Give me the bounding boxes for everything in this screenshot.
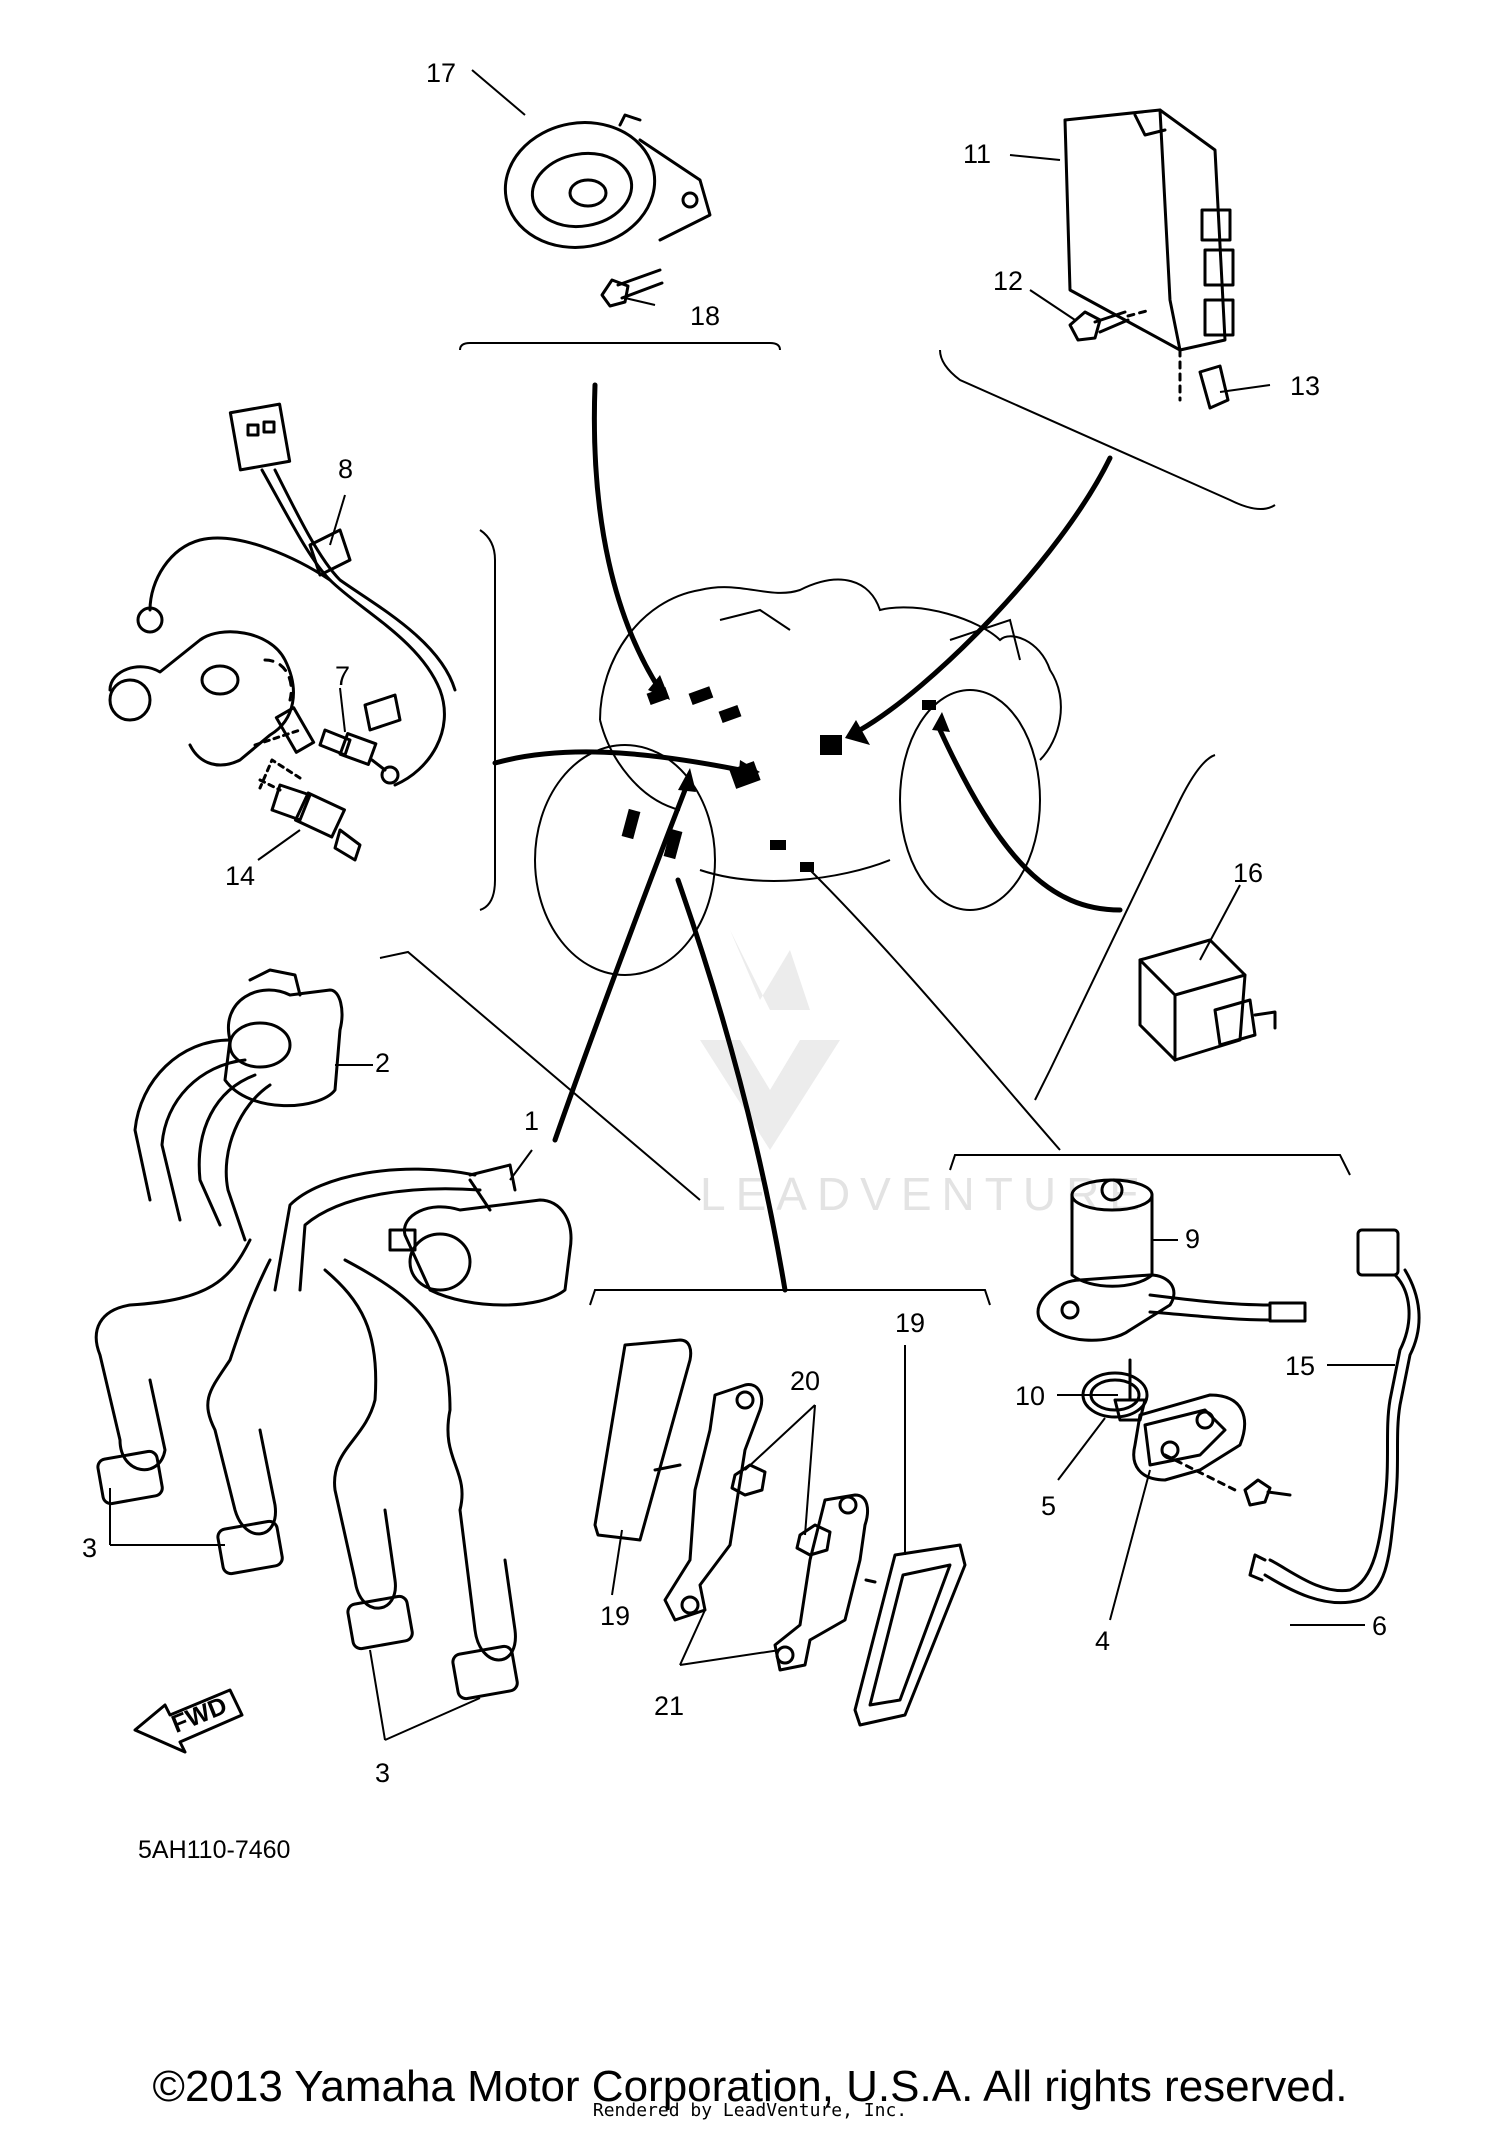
ecu-clip (1178, 348, 1230, 410)
callout-6: 6 (1372, 1611, 1387, 1641)
callout-2: 2 (375, 1048, 390, 1078)
callout-11: 11 (963, 139, 991, 169)
mounting-points (621, 686, 936, 872)
ignition-coil-1 (273, 1163, 573, 1307)
callout-3-left: 3 (82, 1533, 97, 1563)
sensor-unit-9 (1036, 1178, 1307, 1342)
watermark-text: LEADVENTURE (700, 1168, 1150, 1220)
rear-stop-switch-14 (258, 758, 362, 862)
forward-arrow: FWD (133, 1688, 244, 1754)
callout-leaders (109, 69, 1395, 1741)
horn-bolt (600, 268, 664, 308)
reflector-19-left (593, 1338, 693, 1542)
callout-19-right: 19 (895, 1308, 925, 1338)
ignition-coil-2 (133, 968, 344, 1242)
callout-9: 9 (1185, 1224, 1200, 1254)
callout-5: 5 (1041, 1491, 1056, 1521)
sensor-lead-15 (1248, 1228, 1421, 1605)
reflector-19-right (853, 1543, 967, 1727)
callout-labels: 17 18 11 12 13 8 7 14 16 2 1 9 10 15 5 4… (82, 58, 1387, 1788)
horn (503, 113, 712, 249)
ecu-unit (1063, 108, 1235, 352)
callout-12: 12 (993, 266, 1023, 296)
callout-17: 17 (426, 58, 456, 88)
screw-6 (1243, 1478, 1292, 1507)
group-leader-lines (379, 342, 1351, 1306)
stop-switch-7 (318, 728, 400, 785)
callout-19-left: 19 (600, 1601, 630, 1631)
callout-4: 4 (1095, 1626, 1110, 1656)
callout-14: 14 (225, 861, 255, 891)
callout-18: 18 (690, 301, 720, 331)
relay (1138, 938, 1277, 1062)
callout-1: 1 (524, 1106, 539, 1136)
callout-10: 10 (1015, 1381, 1045, 1411)
sidestand-switch-lead (136, 402, 457, 787)
neutral-switch-assembly (108, 630, 316, 792)
callout-13: 13 (1290, 371, 1320, 401)
copyright-notice: ©2013 Yamaha Motor Corporation, U.S.A. A… (152, 2062, 1348, 2111)
callout-3-bottom: 3 (375, 1758, 390, 1788)
callout-21: 21 (654, 1691, 684, 1721)
callout-15: 15 (1285, 1351, 1315, 1381)
leadventure-watermark: LEADVENTURE (700, 930, 1150, 1220)
callout-8: 8 (338, 454, 353, 484)
rendered-by-credit: Rendered by LeadVenture, Inc. (592, 2100, 908, 2121)
diagram-code: 5AH110-7460 (138, 1836, 290, 1864)
spark-plug-caps (94, 1238, 519, 1701)
callout-7: 7 (335, 661, 350, 691)
mounting-bracket-21 (663, 1383, 869, 1672)
fwd-label: FWD (168, 1692, 231, 1739)
callout-20: 20 (790, 1366, 820, 1396)
sensor-4 (1132, 1393, 1247, 1492)
callout-16: 16 (1233, 858, 1263, 888)
ecu-bolt (1068, 308, 1152, 342)
motorcycle-outline (534, 578, 1062, 976)
